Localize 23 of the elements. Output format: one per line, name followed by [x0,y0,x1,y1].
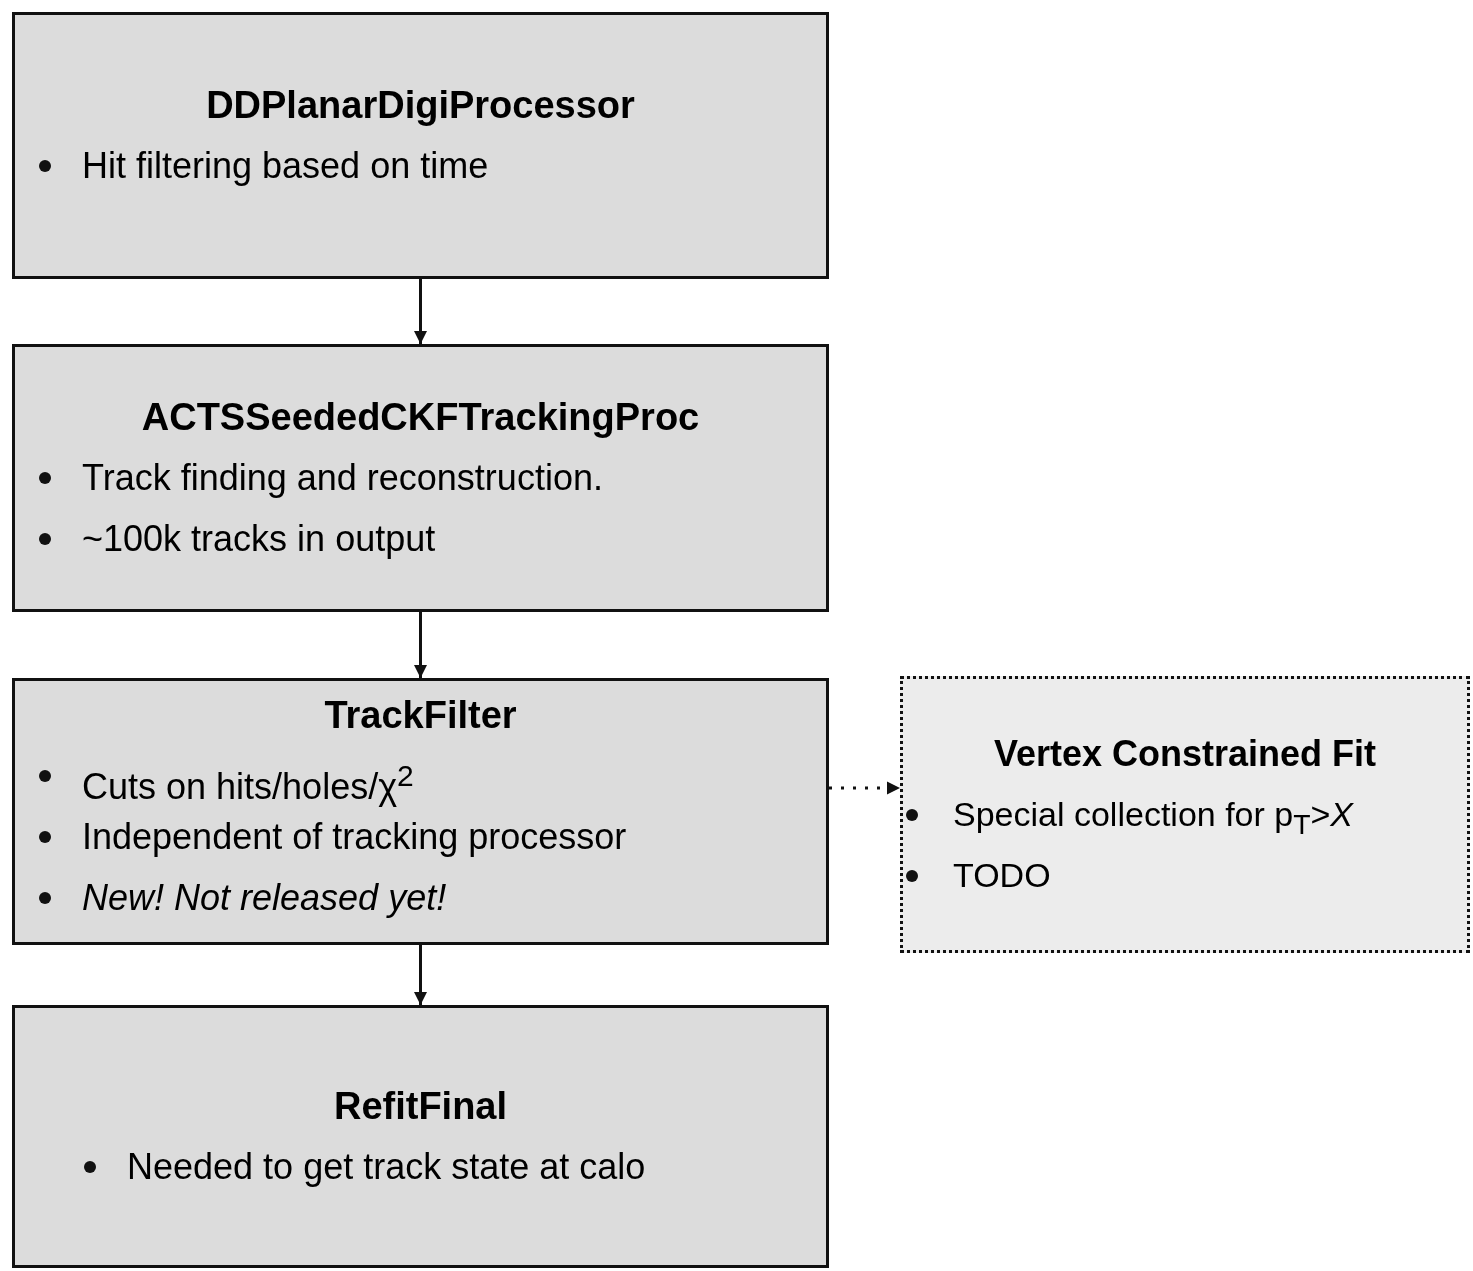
arrow [413,612,428,678]
box-heading: ACTSSeededCKFTrackingProc [141,395,700,440]
box-heading: DDPlanarDigiProcessor [206,83,635,128]
bullet-text: New! Not released yet! [82,876,447,920]
bullet-text: Cuts on hits/holes/χ$^{2}$ [82,758,414,809]
process-box [900,676,1470,953]
bullet-text: Hit filtering based on time [82,144,489,188]
process-box [12,12,829,279]
box-heading: Vertex Constrained Fit [993,731,1377,776]
arrow [413,945,428,1005]
process-box [12,678,829,945]
box-heading: RefitFinal [333,1084,508,1129]
bullet-text: TODO [953,854,1051,896]
bullet-text: Special collection for p$_{T}$>X [953,793,1354,842]
arrow [413,279,428,344]
bullet-text: Track finding and reconstruction. [82,456,603,500]
process-box [12,344,829,612]
arrow [829,781,900,795]
bullet-text: Independent of tracking processor [82,815,627,859]
process-box [12,1005,829,1268]
bullet-text: ~100k tracks in output [82,517,436,561]
bullet-text: Needed to get track state at calo [127,1145,646,1189]
box-heading: TrackFilter [324,693,517,738]
